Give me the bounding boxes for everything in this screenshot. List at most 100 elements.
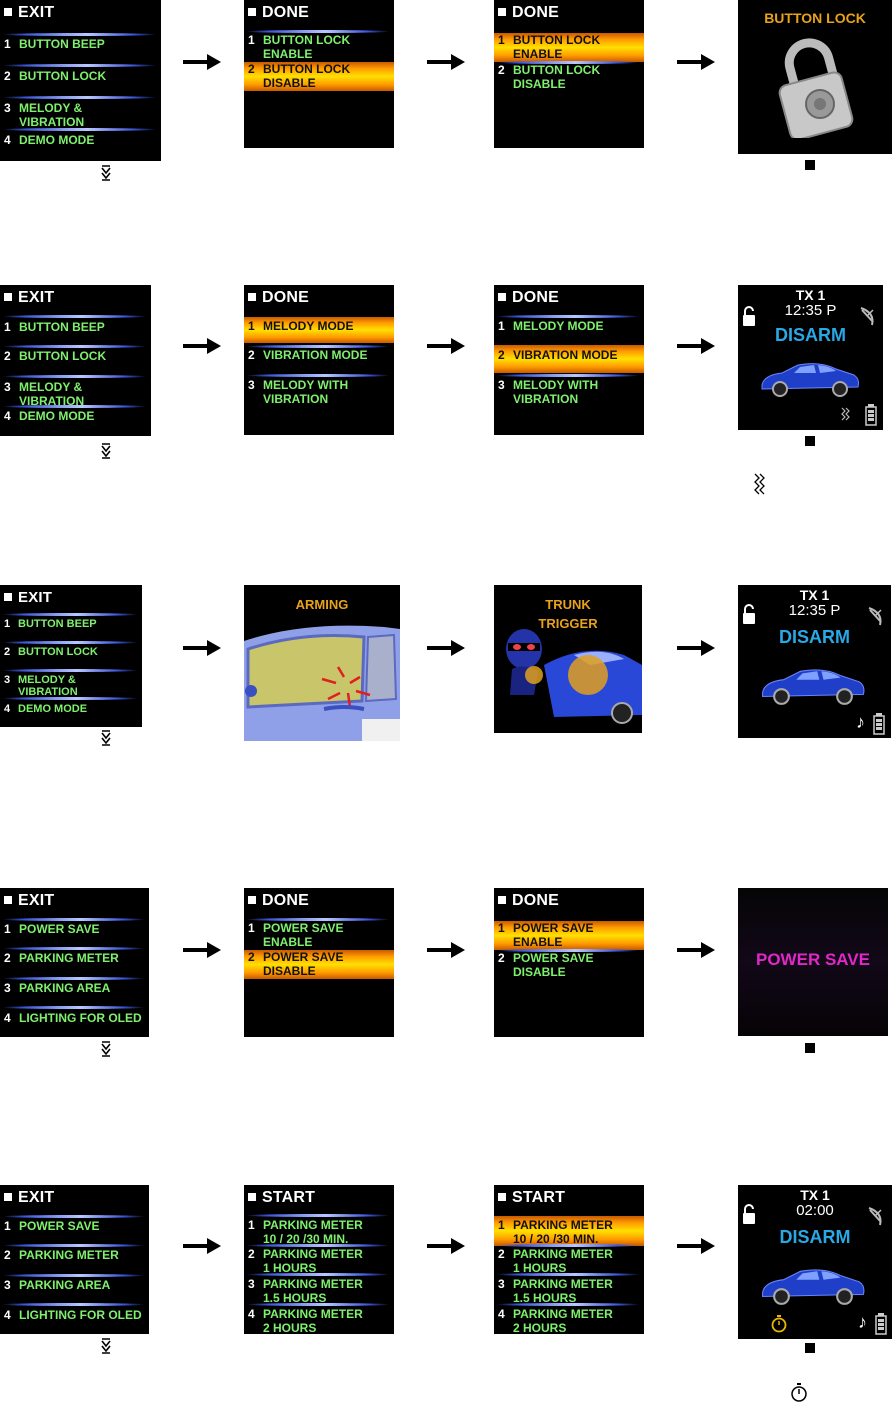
separator — [496, 315, 640, 318]
menu-header[interactable]: EXIT — [4, 4, 54, 22]
arrow-right-icon — [677, 338, 715, 354]
item-label: PARKING METER 2 HOURS — [263, 1307, 363, 1334]
menu-header[interactable]: DONE — [498, 892, 559, 910]
item-number: 4 — [4, 1011, 11, 1025]
item-label: DEMO MODE — [19, 133, 95, 147]
item-number: 2 — [4, 1248, 11, 1262]
item-label: BUTTON LOCK ENABLE — [263, 33, 351, 61]
item-number: 3 — [498, 378, 505, 392]
menu-header[interactable]: EXIT — [4, 589, 52, 606]
separator — [496, 374, 640, 377]
double-down-icon — [101, 165, 111, 181]
satellite-dish-icon — [860, 307, 874, 326]
item-number: 2 — [498, 63, 505, 77]
car-door-illustration — [244, 625, 400, 741]
item-label: PARKING METER 2 HOURS — [513, 1307, 613, 1334]
item-number: 1 — [248, 33, 255, 47]
square-bullet-icon — [805, 436, 815, 446]
item-number: 4 — [4, 1308, 11, 1322]
padlock-icon — [743, 306, 755, 326]
square-bullet-icon — [248, 1192, 256, 1201]
option-enable[interactable]: 1 BUTTON LOCK ENABLE — [244, 33, 394, 62]
countdown-time: 02:00 — [796, 1202, 834, 1219]
arming-screen: ARMING — [244, 585, 400, 741]
square-bullet-icon — [498, 7, 506, 16]
battery-icon — [865, 404, 877, 426]
menu-item-demo-mode[interactable]: 4 DEMO MODE — [0, 133, 161, 149]
separator — [496, 1244, 640, 1247]
separator — [2, 918, 145, 921]
menu-header[interactable]: DONE — [248, 4, 309, 22]
item-label: PARKING METER 10 / 20 /30 MIN. — [263, 1218, 363, 1246]
square-bullet-icon — [4, 895, 12, 904]
separator — [2, 1274, 145, 1277]
music-note-icon: ♪ — [858, 1312, 867, 1332]
arrow-right-icon — [427, 942, 465, 958]
menu-header[interactable]: EXIT — [4, 289, 54, 307]
menu-header[interactable]: DONE — [248, 892, 309, 910]
item-number: 1 — [4, 618, 11, 630]
transmitter-label: TX 1 — [795, 287, 826, 303]
menu-header[interactable]: DONE — [498, 289, 559, 307]
menu-header[interactable]: START — [248, 1189, 315, 1207]
vibration-icon — [754, 473, 765, 495]
square-bullet-icon — [805, 1343, 815, 1353]
item-label: LIGHTING FOR OLED — [19, 1308, 142, 1322]
car-icon — [761, 363, 859, 397]
separator — [246, 1214, 390, 1217]
arrow-right-icon — [427, 54, 465, 70]
separator — [2, 641, 138, 644]
separator — [2, 613, 138, 616]
item-label: BUTTON LOCK — [19, 69, 107, 83]
transmitter-label: TX 1 — [799, 587, 830, 603]
car-icon — [762, 1269, 865, 1305]
arrow-right-icon — [183, 640, 221, 656]
arrow-right-icon — [677, 1238, 715, 1254]
double-down-icon — [101, 730, 111, 746]
item-number: 4 — [4, 703, 11, 715]
item-number: 3 — [248, 1277, 255, 1291]
button-lock-screen: BUTTON LOCK — [738, 0, 892, 154]
status-screen: TX 1 12:35 P DISARM — [738, 285, 883, 430]
separator — [496, 1303, 640, 1306]
item-number: 1 — [498, 33, 505, 47]
item-number: 3 — [248, 378, 255, 392]
separator — [2, 947, 145, 950]
square-bullet-icon — [805, 160, 815, 170]
item-number: 4 — [4, 133, 11, 147]
stopwatch-icon — [771, 1315, 787, 1333]
item-number: 1 — [248, 1218, 255, 1232]
menu-header[interactable]: EXIT — [4, 892, 54, 910]
vibration-icon — [841, 407, 850, 421]
square-bullet-icon — [498, 292, 506, 301]
satellite-dish-icon — [868, 607, 882, 626]
item-number: 3 — [4, 674, 11, 686]
square-bullet-icon — [4, 1192, 12, 1201]
separator — [496, 949, 640, 952]
item-label: POWER SAVE — [19, 922, 100, 936]
item-number: 2 — [498, 348, 505, 362]
menu-header[interactable]: START — [498, 1189, 565, 1207]
menu-header[interactable]: DONE — [498, 4, 559, 22]
menu-header[interactable]: DONE — [248, 289, 309, 307]
separator — [2, 669, 138, 672]
menu-header[interactable]: EXIT — [4, 1189, 54, 1207]
separator — [2, 375, 147, 378]
